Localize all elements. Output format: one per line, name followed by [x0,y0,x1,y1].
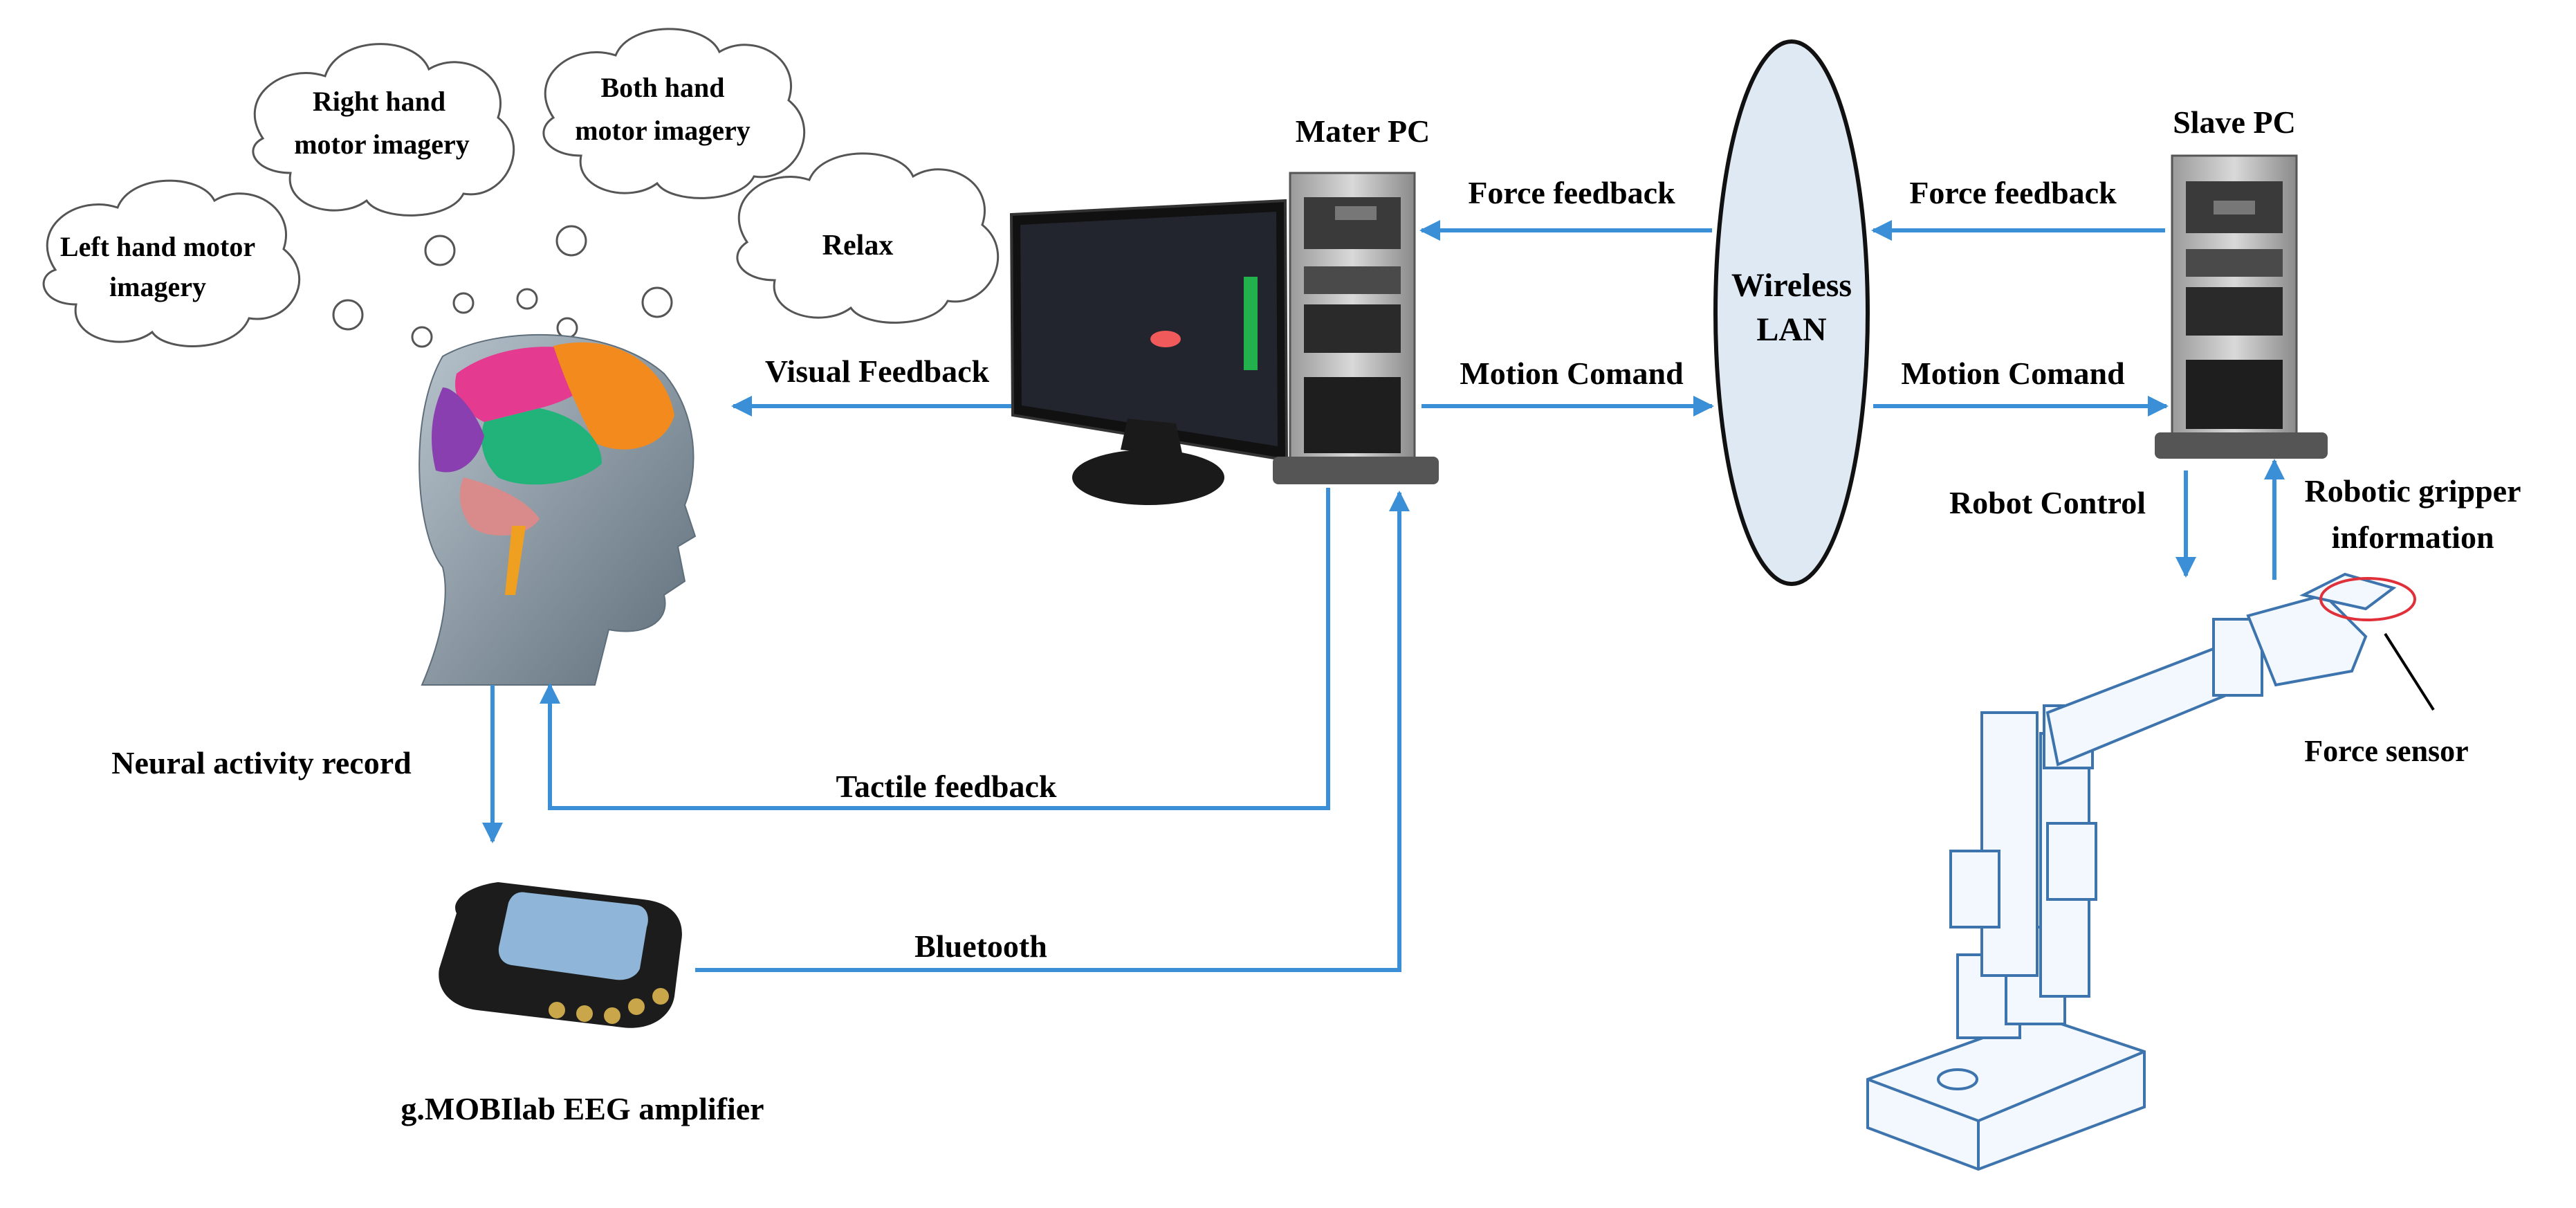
thought-cloud-relax: Relax [736,152,1000,324]
label-visual-feedback: Visual Feedback [765,354,990,389]
thought-both-hand-line1: Both hand [601,72,725,103]
robot-arm-drawing [1866,572,2397,1171]
screen-cursor-dot [1150,331,1181,347]
label-bluetooth: Bluetooth [914,928,1047,964]
force-sensor-marker [2319,577,2416,621]
human-head-brain-image [418,333,697,686]
label-neural-activity: Neural activity record [111,745,412,780]
wireless-lan-label-line1: Wireless [1731,267,1852,304]
eeg-amplifier-device [439,882,682,1028]
force-sensor-label: Force sensor [2304,734,2468,768]
thought-cloud-both-hand: Both hand motor imagery [542,28,806,199]
thought-left-hand-line1: Left hand motor [60,231,255,262]
master-pc-tower [1273,172,1439,484]
monitor [1009,199,1289,505]
wireless-lan-ellipse: Wireless LAN [1713,39,1870,586]
label-motion-command-right: Motion Comand [1901,356,2125,391]
label-robot-control: Robot Control [1949,485,2146,520]
label-force-feedback-left: Force feedback [1468,175,1675,210]
thought-both-hand-line2: motor imagery [575,115,751,146]
eeg-amplifier-label: g.MOBIlab EEG amplifier [401,1091,764,1126]
label-force-feedback-right: Force feedback [1909,175,2117,210]
slave-pc-label: Slave PC [2173,104,2296,140]
arrow-bluetooth [695,491,1410,972]
label-gripper-info-line2: information [2331,520,2494,555]
label-tactile-feedback: Tactile feedback [836,769,1057,804]
thought-cloud-left-hand: Left hand motor imagery [42,179,301,347]
thought-relax: Relax [822,230,894,262]
thought-left-hand-line2: imagery [109,271,206,302]
label-gripper-info-line1: Robotic gripper [2304,473,2521,509]
force-sensor-pointer [2384,632,2435,711]
screen-level-bar [1244,277,1258,370]
arrow-tactile-feedback [540,488,1330,810]
thought-right-hand-line2: motor imagery [294,129,470,160]
thought-right-hand-line1: Right hand [313,86,445,117]
wireless-lan-label-line2: LAN [1756,311,1827,348]
thought-cloud-right-hand: Right hand motor imagery [252,43,515,217]
arrows [482,220,2285,972]
thought-bubbles [332,225,673,348]
label-motion-command-left: Motion Comand [1460,356,1684,391]
slave-pc-tower [2155,154,2328,459]
master-pc-label: Mater PC [1296,113,1430,149]
